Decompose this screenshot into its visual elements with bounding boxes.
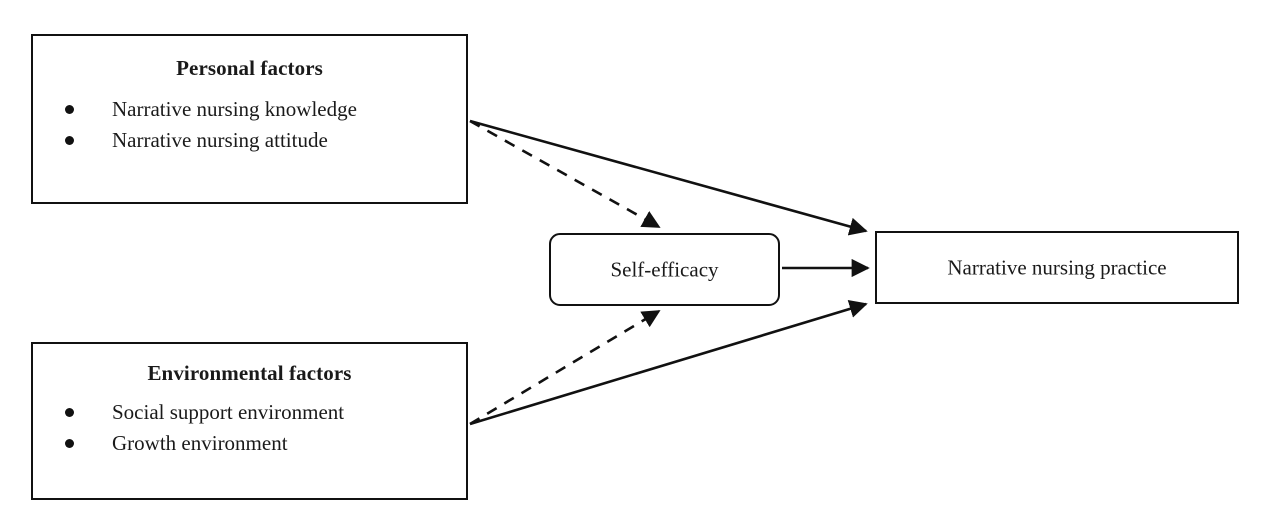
list-item-label: Social support environment: [112, 400, 345, 425]
environmental-factors-list: Social support environment Growth enviro…: [33, 397, 466, 458]
bullet-icon: [65, 408, 74, 418]
bullet-icon: [65, 438, 74, 448]
node-self-efficacy: Self-efficacy: [549, 233, 780, 306]
list-item: Narrative nursing knowledge: [33, 94, 466, 124]
edge-environmental-to-self-efficacy: [469, 309, 661, 426]
list-item-label: Narrative nursing knowledge: [112, 97, 357, 122]
list-item-label: Narrative nursing attitude: [112, 127, 328, 152]
edge-personal-to-self-efficacy: [469, 119, 661, 229]
narrative-nursing-practice-label: Narrative nursing practice: [947, 254, 1167, 279]
list-item: Narrative nursing attitude: [33, 125, 466, 155]
bullet-icon: [65, 135, 74, 145]
list-item: Social support environment: [33, 397, 466, 427]
edge-personal-to-practice: [469, 119, 868, 236]
self-efficacy-label: Self-efficacy: [610, 256, 719, 281]
node-narrative-nursing-practice: Narrative nursing practice: [875, 231, 1239, 304]
personal-factors-title: Personal factors: [176, 56, 323, 80]
node-personal-factors: Personal factors Narrative nursing knowl…: [31, 34, 468, 204]
environmental-factors-title: Environmental factors: [147, 361, 352, 385]
node-environmental-factors: Environmental factors Social support env…: [31, 342, 468, 500]
bullet-icon: [65, 105, 74, 115]
list-item-label: Growth environment: [112, 430, 288, 455]
personal-factors-list: Narrative nursing knowledge Narrative nu…: [33, 94, 466, 155]
edge-environmental-to-practice: [469, 300, 868, 426]
list-item: Growth environment: [33, 428, 466, 458]
